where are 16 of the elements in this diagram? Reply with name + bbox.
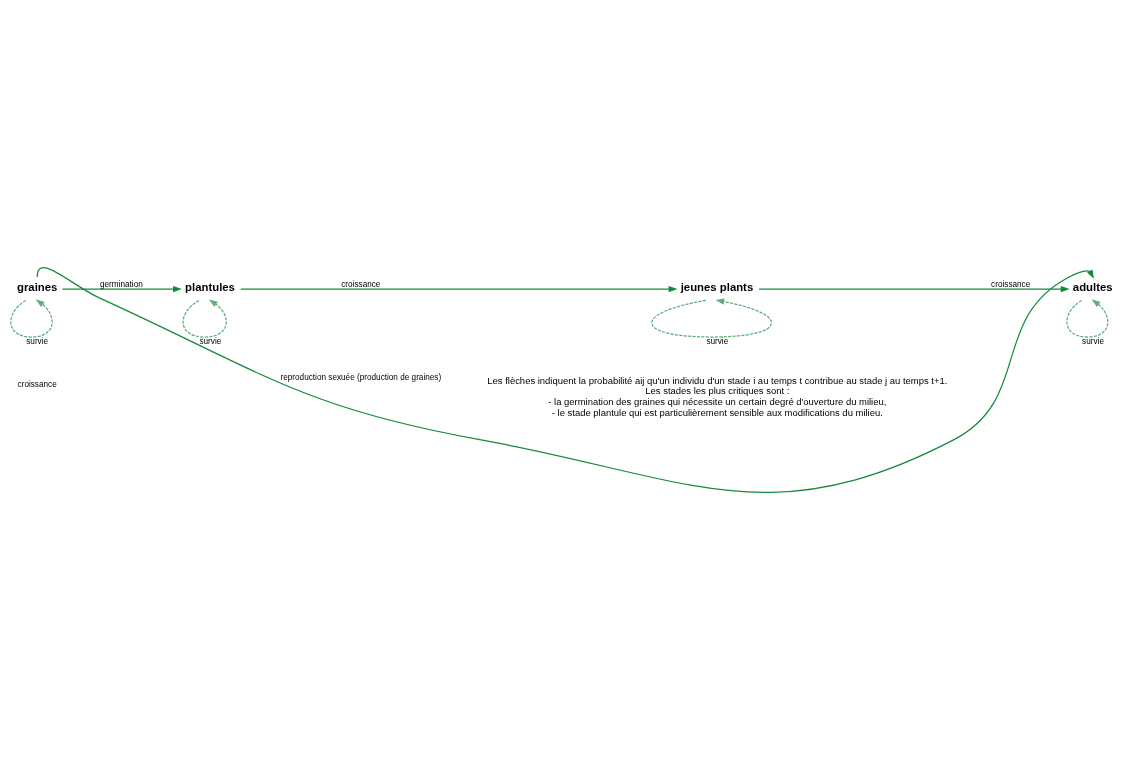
arrow <box>1066 299 1109 338</box>
arrow <box>36 267 1094 493</box>
node-text: plantules <box>185 281 235 294</box>
label: Les stades les plus critiques sont : <box>645 385 790 397</box>
arrow <box>240 286 678 293</box>
label: Les flèches indiquent la probabilité aij qu'un individu d'un stade i au temps t contribue au stade j au temps t+1. <box>487 374 948 386</box>
arrow <box>10 299 53 338</box>
arrow <box>182 299 227 338</box>
label: - la germination des graines qui nécessite un certain degré d'ouverture du milieu, <box>548 396 887 408</box>
node-text: jeunes plants <box>680 281 754 294</box>
label: - le stade plantule qui est particulièrement sensible aux modifications du milieu. <box>551 406 883 418</box>
arrow <box>651 298 772 338</box>
node-text: graines <box>16 281 58 294</box>
arrow <box>758 286 1070 293</box>
node-text: adultes <box>1072 281 1113 294</box>
arrow <box>61 286 182 293</box>
